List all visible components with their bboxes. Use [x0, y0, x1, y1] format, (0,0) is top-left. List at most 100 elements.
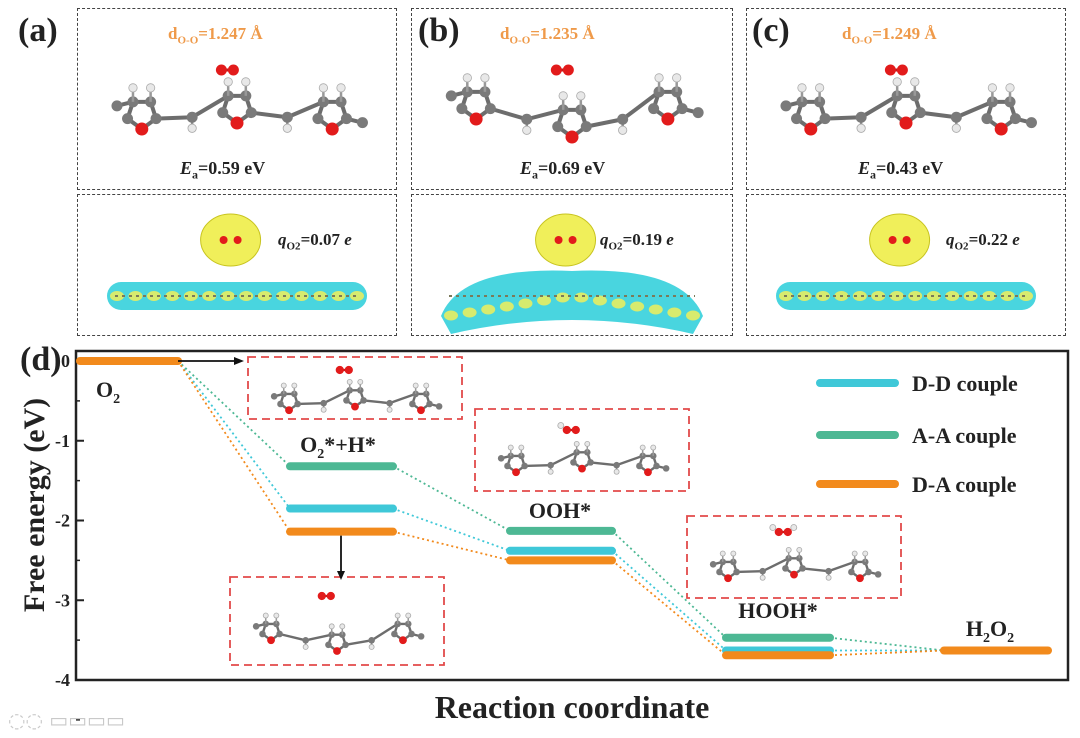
inset-1-molecule	[497, 440, 670, 477]
x-axis-label: Reaction coordinate	[435, 689, 710, 725]
connector-a_a	[177, 360, 291, 467]
panel-b-iso-yellow	[611, 298, 626, 309]
inset-2-hydrogen-atom	[851, 550, 858, 557]
panel-b-carbon-atom	[445, 90, 457, 102]
inset-1-o2-atom	[562, 425, 571, 435]
panel-c-carbon-atom	[886, 107, 898, 119]
panel-b-hydrogen-atom	[462, 73, 472, 83]
panel-b-carbon-atom	[484, 103, 496, 115]
inset-0-oxygen-atom	[351, 402, 359, 411]
inset-2-bond	[736, 569, 763, 574]
inset-0-hydrogen-atom	[412, 382, 419, 389]
legend-label-d_d: D-D couple	[912, 371, 1018, 396]
panel-b-o2-iso	[535, 213, 597, 267]
y-tick-label: -3	[55, 590, 70, 610]
panel-c-bottom	[746, 194, 1066, 336]
connector-a_a	[392, 465, 511, 532]
inset-2-oxygen-atom	[856, 574, 864, 583]
inset-0-carbon-atom	[435, 403, 443, 410]
inset-0-carbon-atom	[422, 390, 430, 398]
inset-1-carbon-atom	[547, 461, 554, 469]
inset-1-hydrogen-atom	[507, 444, 514, 451]
inset-1-hydrogen-atom	[547, 468, 554, 475]
panel-a-top	[77, 8, 397, 190]
inset-0-carbon-atom	[412, 390, 419, 398]
connector-d_a	[829, 649, 945, 657]
inset-2-carbon-atom	[825, 567, 832, 575]
inset-2-o2-hydrogen	[769, 524, 777, 531]
panel-a-carbon-atom	[312, 113, 324, 125]
inset-3-oxygen-atom	[333, 647, 341, 655]
bond-length-a: dO-O=1.247 Å	[168, 24, 263, 47]
inset-1-oxygen-atom	[644, 468, 652, 477]
inset-0-carbon-atom	[277, 400, 284, 408]
state-label-sub: 2	[113, 392, 120, 407]
panel-b-iso-yellow	[518, 298, 533, 309]
connector-d_a	[392, 530, 511, 562]
inset-0-hydrogen-atom	[280, 382, 287, 389]
inset-0-carbon-atom	[270, 393, 278, 400]
inset-3-o2-atom	[326, 591, 335, 601]
inset-3-carbon-atom	[302, 637, 309, 644]
panel-c-iso-yellow	[815, 291, 830, 301]
inset-1-carbon-atom	[570, 459, 577, 466]
panel-c-bond	[955, 100, 994, 120]
panel-a-iso-yellow	[202, 291, 217, 301]
inset-1-o2-hydrogen	[557, 422, 565, 429]
panel-a-carbon-atom	[340, 113, 352, 125]
panel-label-b: (b)	[418, 12, 460, 49]
arrow-head	[337, 571, 345, 580]
panel-b-isosurface	[441, 270, 703, 334]
inset-3-hydrogen-atom	[394, 612, 401, 619]
panel-b-iso-yellow	[444, 310, 458, 321]
panel-a-hydrogen-atom	[187, 123, 197, 133]
panel-b-hydrogen-atom	[672, 73, 682, 83]
inset-2-carbon-atom	[874, 571, 882, 578]
panel-b-hydrogen-atom	[558, 91, 568, 101]
inset-0-o2-atom	[344, 365, 353, 375]
inset-1-hydrogen-atom	[650, 444, 657, 451]
panel-b-hydrogen-atom	[654, 73, 664, 83]
inset-0-bond	[297, 401, 324, 406]
bond-length-b: dO-O=1.235 Å	[500, 24, 595, 47]
panel-b-iso-yellow	[592, 295, 607, 306]
panel-c-bond	[920, 110, 957, 120]
inset-0-oxygen-atom	[285, 406, 293, 415]
panel-c-o2-atom	[902, 236, 911, 244]
panel-c-hydrogen-atom	[951, 123, 961, 133]
panel-b-oxygen-atom	[469, 112, 483, 126]
panel-b-iso-cyan	[441, 270, 703, 334]
panel-a-o2-atom	[215, 64, 227, 76]
panel-a-hydrogen-atom	[282, 123, 292, 133]
panel-b-oxygen-atom	[565, 130, 579, 144]
panel-b-bond	[526, 107, 564, 122]
inset-0-molecule	[270, 378, 443, 415]
panel-a-isosurface	[107, 282, 367, 310]
panel-c-iso-yellow	[871, 291, 886, 301]
panel-a-carbon-atom	[217, 107, 229, 119]
panel-c-iso-yellow	[963, 291, 978, 301]
panel-b-hydrogen-atom	[576, 91, 586, 101]
inset-0-oxygen-atom	[417, 406, 425, 415]
inset-1-bond	[524, 463, 551, 468]
panel-c-o2-atom	[884, 64, 896, 76]
panel-c-oxygen-atom	[804, 122, 818, 136]
charge-transfer-a: qO2=0.07 e	[278, 230, 352, 253]
state-label-4: H2O2	[966, 616, 1014, 646]
panel-a-o2-atom	[219, 236, 228, 244]
y-axis-label: Free energy (eV)	[18, 398, 51, 612]
bond-length-c: dO-O=1.249 Å	[842, 24, 937, 47]
inset-1-o2-atom	[571, 425, 580, 435]
inset-1-carbon-atom	[587, 459, 594, 466]
panel-a-carbon-atom	[186, 111, 198, 123]
panel-c-hydrogen-atom	[815, 83, 825, 93]
inset-3-carbon-atom	[391, 630, 398, 638]
panel-a-carbon-atom	[245, 107, 257, 119]
state-label-0: O2	[96, 377, 120, 407]
panel-c-o2-iso	[869, 213, 931, 267]
inset-1-carbon-atom	[653, 462, 660, 470]
inset-1-hydrogen-atom	[639, 444, 646, 451]
inset-1-carbon-atom	[636, 462, 643, 470]
panel-a-iso-yellow	[239, 291, 254, 301]
inset-0-carbon-atom	[280, 390, 288, 398]
